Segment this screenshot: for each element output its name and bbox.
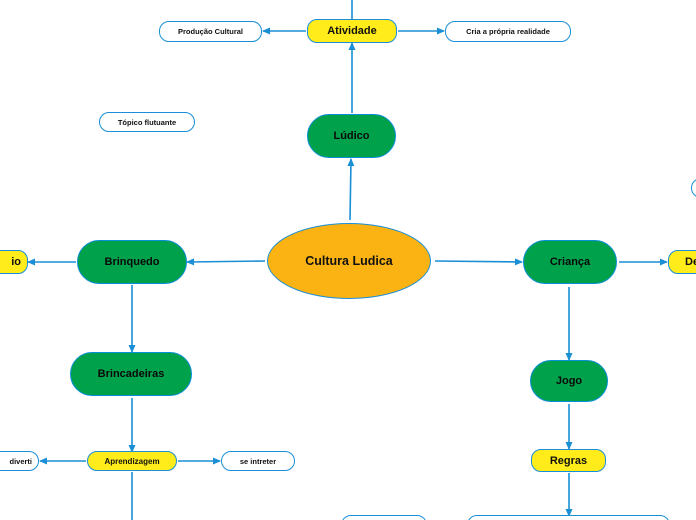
partial-node-bottom-left[interactable] (341, 515, 427, 520)
edge-root-ludico (347, 158, 355, 221)
topic-jogo[interactable]: Jogo (530, 360, 608, 402)
subtopic-brinquedo-left-partial[interactable]: io (0, 250, 28, 274)
root-node-cultura-ludica[interactable]: Cultura Ludica (267, 223, 431, 299)
topic-cria-propria-realidade[interactable]: Cria a própria realidade (445, 21, 571, 42)
topic-se-intreter[interactable]: se intreter (221, 451, 295, 471)
topic-brincadeiras[interactable]: Brincadeiras (70, 352, 192, 396)
subtopic-atividade[interactable]: Atividade (307, 19, 397, 43)
edge-root-brinquedo (186, 258, 266, 266)
topic-ludico[interactable]: Lúdico (307, 114, 396, 158)
topic-diverti-partial[interactable]: diverti (0, 451, 39, 471)
subtopic-aprendizagem[interactable]: Aprendizagem (87, 451, 177, 471)
topic-crianca[interactable]: Criança (523, 240, 617, 284)
partial-node-bottom-right[interactable] (467, 515, 670, 520)
floating-topic[interactable]: Tópico flutuante (99, 112, 195, 132)
subtopic-crianca-right-partial[interactable]: De (668, 250, 696, 274)
edge-root-crianca (434, 258, 523, 266)
topic-brinquedo[interactable]: Brinquedo (77, 240, 187, 284)
subtopic-regras[interactable]: Regras (531, 449, 606, 472)
topic-producao-cultural[interactable]: Produção Cultural (159, 21, 262, 42)
